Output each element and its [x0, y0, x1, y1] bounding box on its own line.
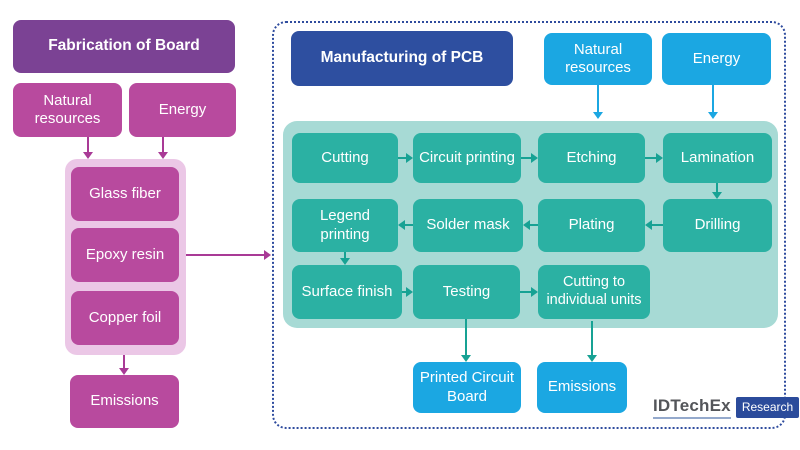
plating-step-box: Plating: [538, 199, 645, 252]
testing-step-box: Testing: [413, 265, 520, 319]
etching-step-box: Etching: [538, 133, 645, 183]
arrow-lamination-to-drilling: [712, 183, 722, 199]
legend-printing-step-box: Legend printing: [292, 199, 398, 252]
natural-resources-box-left: Natural resources: [13, 83, 122, 137]
arrow-cutting-units-to-emissions: [587, 321, 597, 362]
arrow-materials-to-emissions: [119, 355, 129, 375]
arrow-solder-mask-to-legend-printing: [398, 220, 413, 230]
arrow-energy-to-materials: [158, 137, 168, 159]
glass-fiber-box: Glass fiber: [71, 167, 179, 221]
surface-finish-step-box: Surface finish: [292, 265, 402, 319]
drilling-step-box: Drilling: [663, 199, 772, 252]
research-badge: Research: [735, 397, 800, 418]
arrow-cutting-to-circuit-printing: [398, 153, 413, 163]
copper-foil-box: Copper foil: [71, 291, 179, 345]
solder-mask-step-box: Solder mask: [413, 199, 523, 252]
energy-box-right: Energy: [662, 33, 771, 85]
arrow-plating-to-solder-mask: [523, 220, 538, 230]
manufacturing-of-pcb-header: Manufacturing of PCB: [291, 31, 513, 86]
circuit-printing-step-box: Circuit printing: [413, 133, 521, 183]
arrow-legend-printing-to-surface-finish: [340, 252, 350, 265]
pcb-manufacturing-panel-border: [272, 21, 786, 429]
arrow-energy-to-process: [708, 85, 718, 119]
idtechex-wordmark: IDTechEx: [653, 396, 731, 419]
cutting-step-box: Cutting: [292, 133, 398, 183]
arrow-testing-to-cutting-units: [520, 287, 538, 297]
emissions-box-right: Emissions: [537, 362, 627, 413]
arrow-etching-to-lamination: [645, 153, 663, 163]
idtechex-logo: IDTechEx Research: [653, 396, 800, 419]
epoxy-resin-box: Epoxy resin: [71, 228, 179, 282]
arrow-testing-to-printed-circuit-board: [461, 319, 471, 362]
cutting-to-individual-units-step-box: Cutting to individual units: [538, 265, 650, 319]
lamination-step-box: Lamination: [663, 133, 772, 183]
natural-resources-box-right: Natural resources: [544, 33, 652, 85]
fabrication-of-board-header: Fabrication of Board: [13, 20, 235, 73]
arrow-board-to-pcb-manufacturing: [186, 250, 271, 260]
emissions-box-left: Emissions: [70, 375, 179, 428]
arrow-natural-resources-to-materials: [83, 137, 93, 159]
arrow-drilling-to-plating: [645, 220, 663, 230]
energy-box-left: Energy: [129, 83, 236, 137]
arrow-surface-finish-to-testing: [402, 287, 413, 297]
printed-circuit-board-box: Printed Circuit Board: [413, 362, 521, 413]
arrow-natural-resources-to-process: [593, 85, 603, 119]
arrow-circuit-printing-to-etching: [521, 153, 538, 163]
